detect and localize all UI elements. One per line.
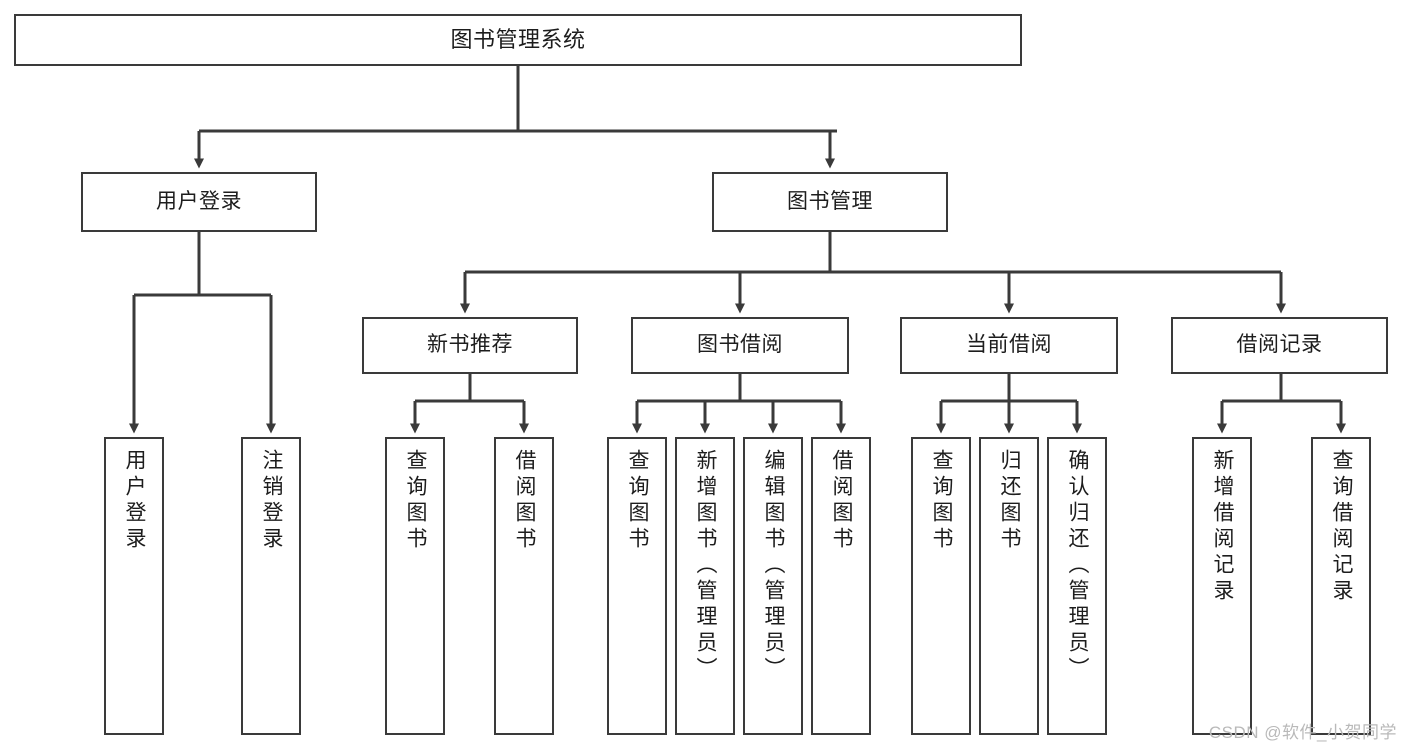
node-label: 当前借阅 xyxy=(966,333,1052,357)
node-label: 新增借阅记录 xyxy=(1211,449,1235,605)
leaf-add-book-admin[interactable]: 新增图书（管理员） xyxy=(675,437,735,735)
leaf-borrow-book-borrow[interactable]: 借阅图书 xyxy=(811,437,871,735)
leaf-query-book-recommend[interactable]: 查询图书 xyxy=(385,437,445,735)
leaf-return-book[interactable]: 归还图书 xyxy=(979,437,1039,735)
node-label: 确认归还（管理员） xyxy=(1066,449,1090,683)
node-label: 归还图书 xyxy=(998,449,1022,553)
node-loan-record[interactable]: 借阅记录 xyxy=(1171,317,1388,374)
node-label: 图书管理 xyxy=(787,189,873,213)
leaf-query-book-current[interactable]: 查询图书 xyxy=(911,437,971,735)
node-label: 查询图书 xyxy=(930,449,954,553)
node-root-book-management-system[interactable]: 图书管理系统 xyxy=(14,14,1022,66)
node-label: 借阅记录 xyxy=(1236,333,1323,357)
node-label: 查询图书 xyxy=(404,449,428,553)
csdn-watermark: CSDN @软件_小贺同学 xyxy=(1208,723,1397,742)
node-label: 图书借阅 xyxy=(697,333,783,357)
node-current-loan[interactable]: 当前借阅 xyxy=(900,317,1118,374)
node-label: 借阅图书 xyxy=(513,449,537,553)
leaf-logout[interactable]: 注销登录 xyxy=(241,437,301,735)
node-label: 查询图书 xyxy=(626,449,650,553)
leaf-borrow-book-recommend[interactable]: 借阅图书 xyxy=(494,437,554,735)
leaf-add-loan-record[interactable]: 新增借阅记录 xyxy=(1192,437,1252,735)
node-label: 注销登录 xyxy=(260,449,284,553)
leaf-query-book-borrow[interactable]: 查询图书 xyxy=(607,437,667,735)
leaf-confirm-return-admin[interactable]: 确认归还（管理员） xyxy=(1047,437,1107,735)
node-book-management[interactable]: 图书管理 xyxy=(712,172,948,232)
node-label: 用户登录 xyxy=(123,449,147,553)
node-label: 编辑图书（管理员） xyxy=(762,449,786,683)
node-label: 新增图书（管理员） xyxy=(694,449,718,683)
node-label: 新书推荐 xyxy=(427,333,513,357)
leaf-query-loan-record[interactable]: 查询借阅记录 xyxy=(1311,437,1371,735)
node-label: 图书管理系统 xyxy=(450,27,586,53)
node-label: 用户登录 xyxy=(156,189,242,213)
leaf-edit-book-admin[interactable]: 编辑图书（管理员） xyxy=(743,437,803,735)
node-new-book-recommend[interactable]: 新书推荐 xyxy=(362,317,578,374)
node-label: 查询借阅记录 xyxy=(1330,449,1354,605)
leaf-user-login[interactable]: 用户登录 xyxy=(104,437,164,735)
node-user-login[interactable]: 用户登录 xyxy=(81,172,317,232)
node-label: 借阅图书 xyxy=(830,449,854,553)
node-book-borrow[interactable]: 图书借阅 xyxy=(631,317,849,374)
